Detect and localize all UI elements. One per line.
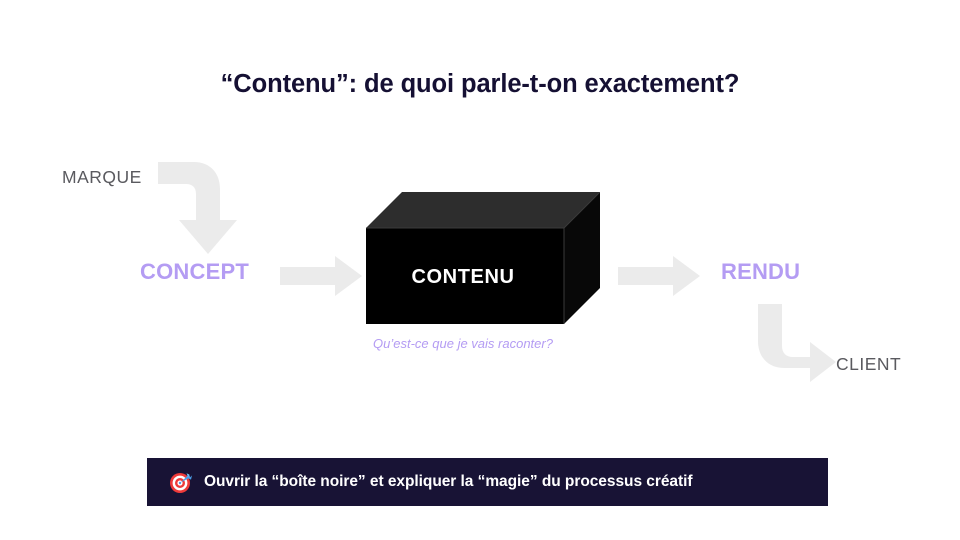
black-box-shape (352, 192, 600, 324)
arrow-concept-to-contenu-icon (280, 256, 362, 296)
diagram-stage-concept: CONCEPT (140, 259, 249, 284)
arrow-contenu-to-rendu-icon (618, 256, 700, 296)
diagram-stage-marque: MARQUE (62, 167, 142, 187)
black-box-label: CONTENU (411, 266, 515, 288)
arrow-rendu-to-client-icon (744, 304, 836, 382)
takeaway-banner: Ouvrir la “boîte noire” et expliquer la … (147, 458, 828, 506)
page-title: “Contenu”: de quoi parle-t-on exactement… (220, 70, 740, 98)
dart-target-icon (169, 470, 193, 494)
diagram-stage-client: CLIENT (836, 354, 902, 374)
black-box-caption: Qu’est-ce que je vais raconter? (373, 336, 553, 351)
arrow-marque-to-concept-icon (158, 162, 244, 254)
takeaway-banner-text: Ouvrir la “boîte noire” et expliquer la … (204, 473, 693, 490)
diagram-stage-rendu: RENDU (721, 259, 801, 284)
